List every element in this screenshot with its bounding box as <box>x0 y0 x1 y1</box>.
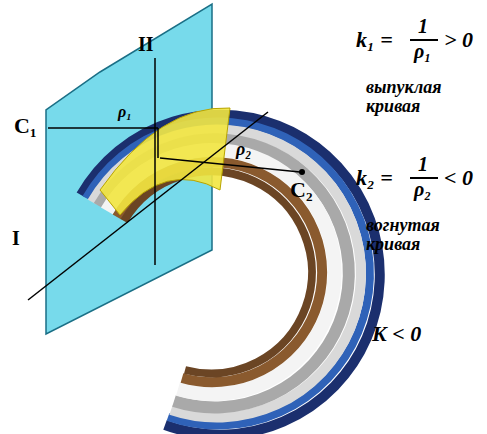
radius-label: ρ₁ <box>118 104 132 121</box>
axis-label: I <box>12 228 20 249</box>
fraction-numerator: 1 <box>418 16 428 37</box>
center-label: C₁ <box>14 114 36 137</box>
formula-part: k₂ = <box>356 166 393 189</box>
radius-rho2 <box>160 158 300 172</box>
fraction-denominator: ρ₁ <box>414 41 431 62</box>
curve-note: вогнутая кривая <box>366 216 466 254</box>
axis-ii <box>154 58 156 265</box>
axis-label: II <box>138 34 154 55</box>
fraction-numerator: 1 <box>418 154 428 175</box>
axis-i <box>28 112 268 300</box>
formula-part: < 0 <box>444 166 473 189</box>
center-label: C₂ <box>290 178 312 201</box>
formula-part: k₁ = <box>356 28 393 51</box>
normal-section <box>100 108 230 215</box>
radius-rho1 <box>48 127 158 129</box>
curvature-note: K < 0 <box>372 322 421 345</box>
formula-part: > 0 <box>444 28 473 51</box>
center-point <box>299 169 305 175</box>
curve-note: выпуклая кривая <box>366 78 466 116</box>
fraction-denominator: ρ₂ <box>414 179 431 200</box>
radius-label: ρ₂ <box>236 140 252 159</box>
